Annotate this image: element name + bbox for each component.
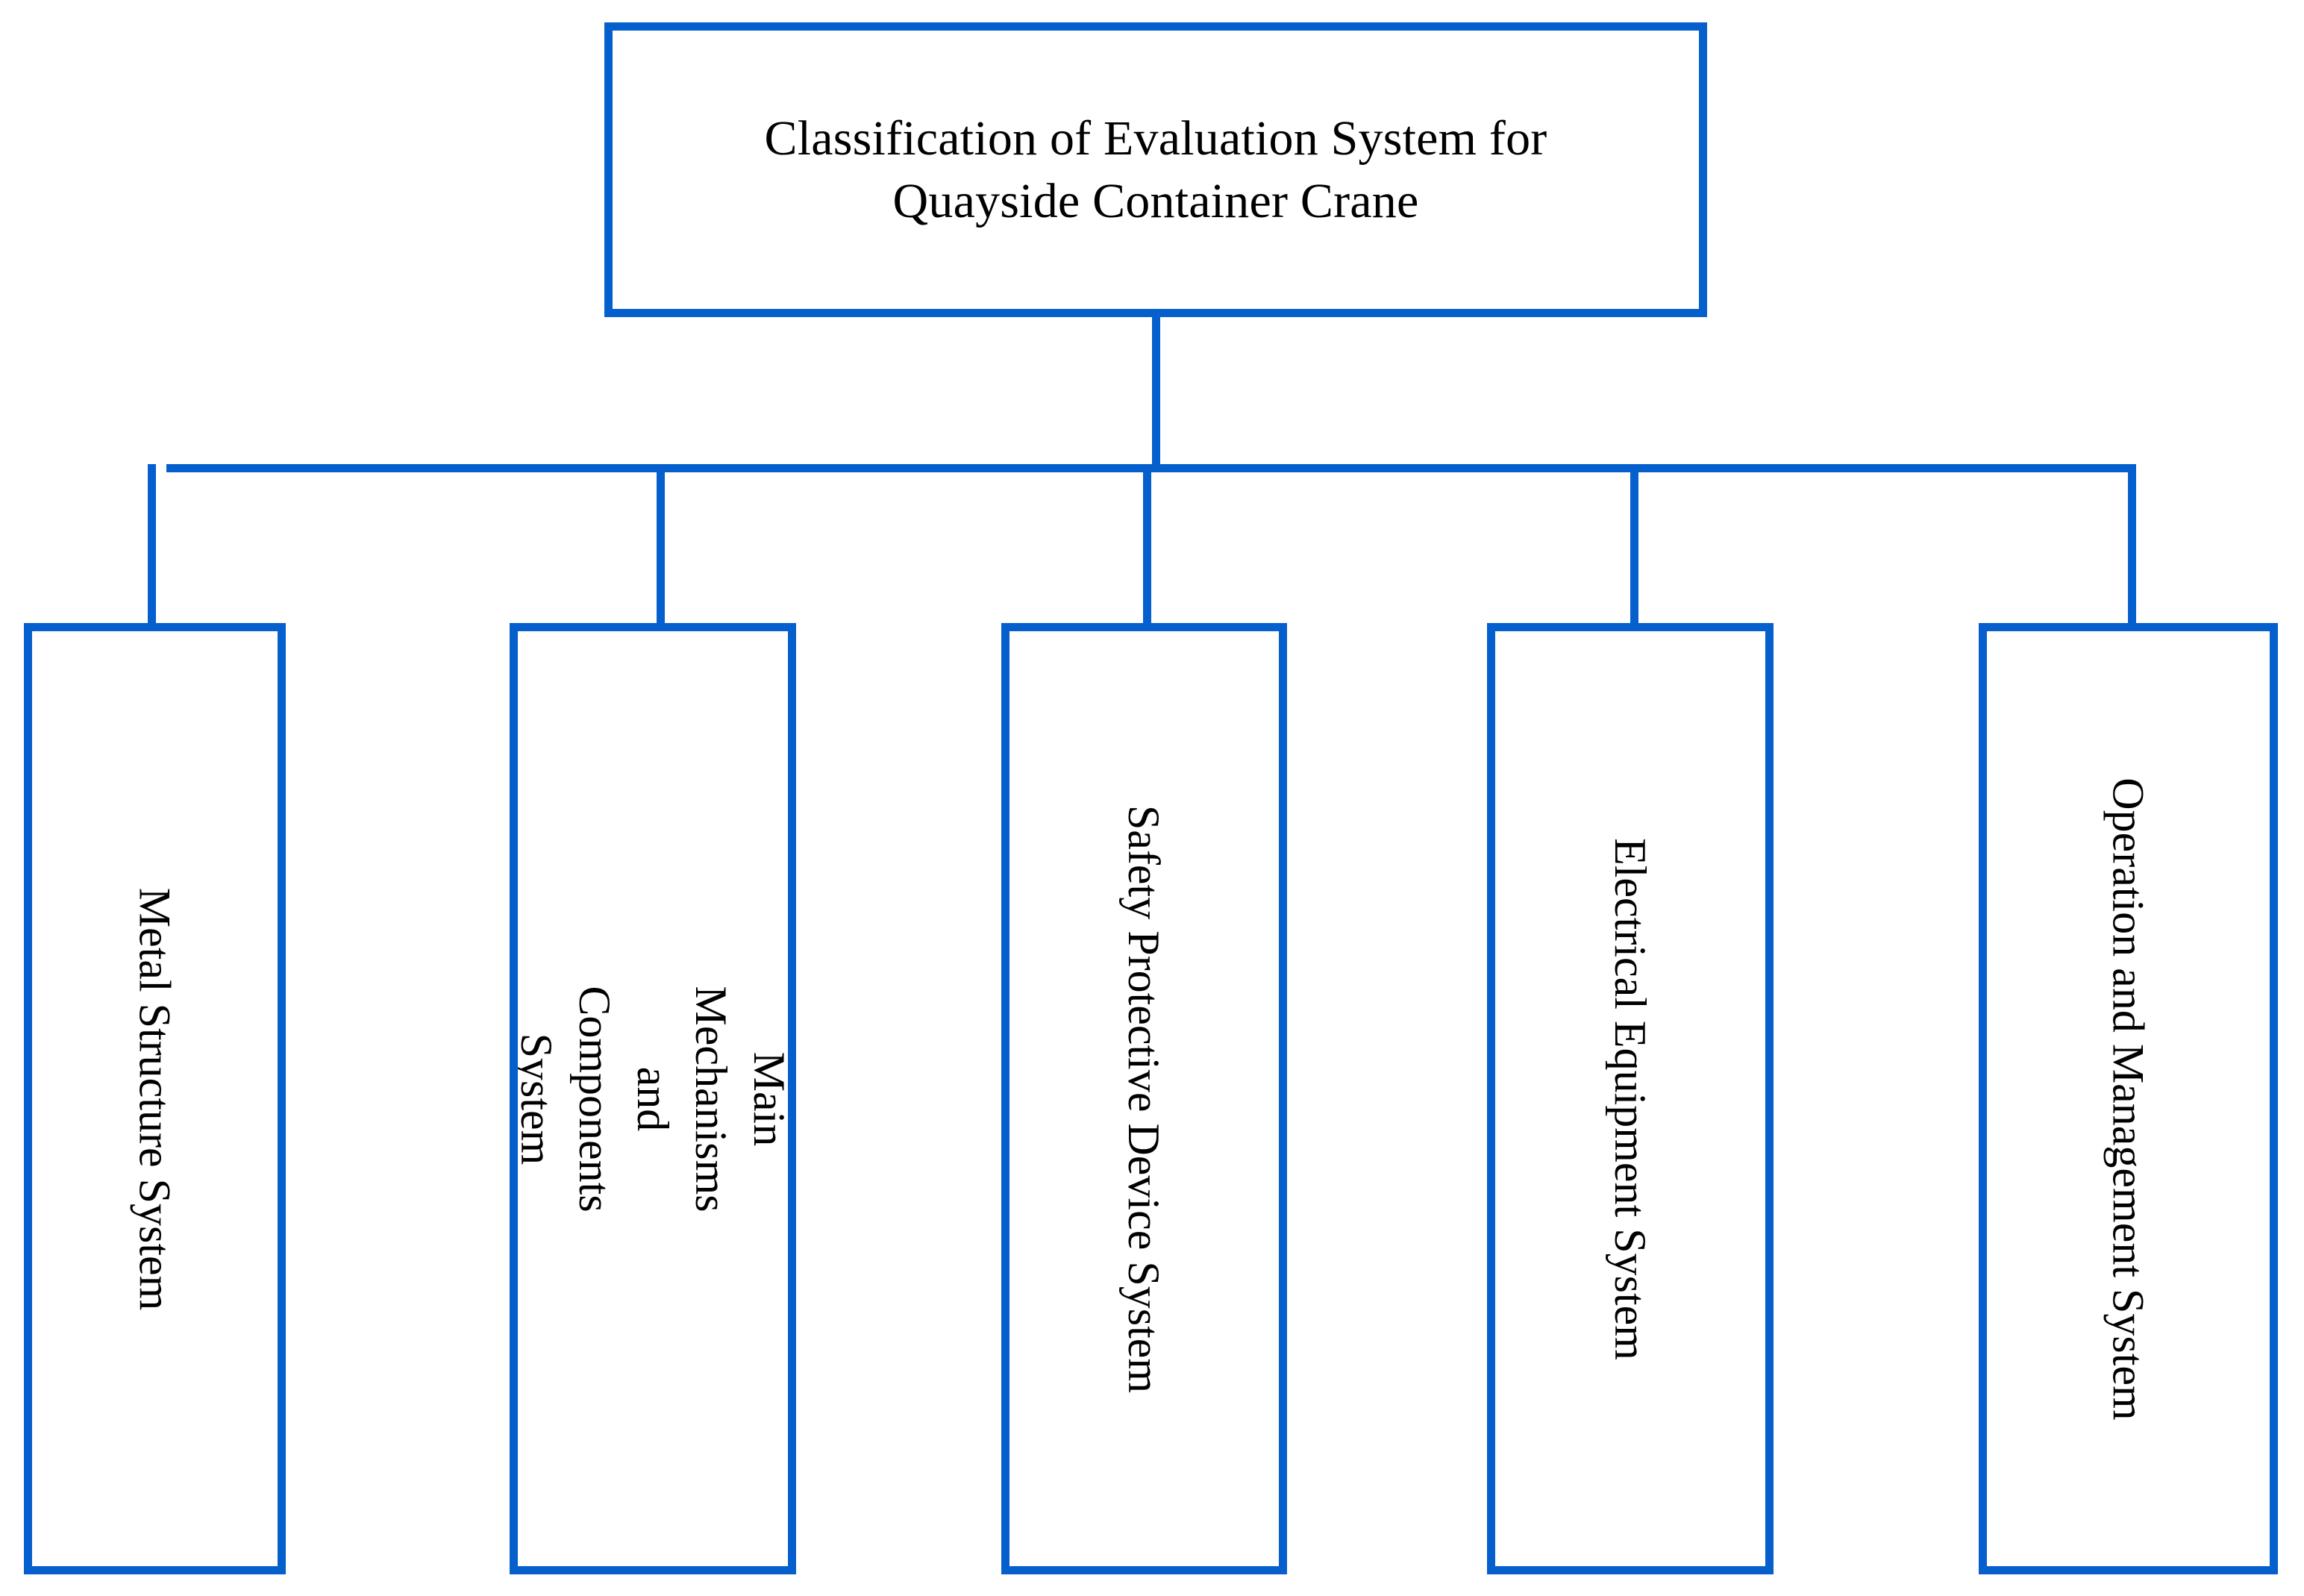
root-node-label-line1: Classification of Evaluation System for: [764, 111, 1547, 166]
child-node-main-mechanisms-and-components-system: Main Mechanisms and Components System: [510, 623, 796, 1574]
child-node-operation-and-management-system: Operation and Management System: [1979, 623, 2278, 1574]
root-node-label: Classification of Evaluation System for …: [735, 107, 1577, 231]
connector-drop-4: [1630, 464, 1638, 623]
child-node-label: Safety Protective Device System: [1119, 804, 1169, 1393]
child-node-label: Electrical Equipment System: [1606, 837, 1656, 1360]
child-node-label: Main Mechanisms and Components System: [512, 985, 794, 1212]
connector-drop-5: [2128, 464, 2136, 623]
connector-drop-3: [1143, 464, 1151, 623]
child-node-label: Metal Structure System: [130, 887, 180, 1310]
root-node: Classification of Evaluation System for …: [604, 22, 1707, 317]
child-node-safety-protective-device-system: Safety Protective Device System: [1001, 623, 1287, 1574]
root-node-label-line2: Quayside Container Crane: [892, 173, 1419, 228]
child-node-metal-structure-system: Metal Structure System: [24, 623, 286, 1574]
child-node-label: Operation and Management System: [2103, 777, 2153, 1421]
connector-drop-2: [657, 464, 665, 623]
connector-drop-1: [148, 464, 156, 623]
child-node-electrical-equipment-system: Electrical Equipment System: [1487, 623, 1774, 1574]
connector-root-stem: [1152, 317, 1160, 468]
